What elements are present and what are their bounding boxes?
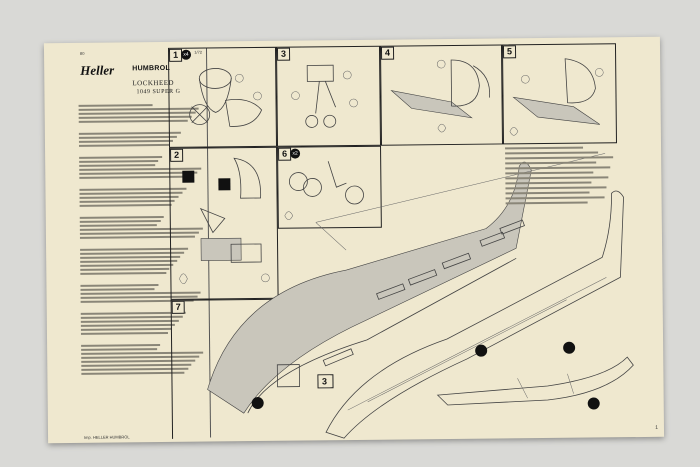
text-line [505,196,605,200]
step-3-panel: 3 [275,45,382,147]
cockpit-interior-diagram [179,157,270,285]
text-line [505,176,609,180]
text-line [505,186,607,190]
step-2-panel: 2 [169,146,279,300]
text-line [505,166,611,170]
step-1-panel: 1 x4 [167,46,278,148]
text-line [505,161,596,165]
step-number: 3 [318,375,331,388]
instruction-sheet: 80 1/72 Heller HUMBROL LOCKHEED 1049 SUP… [43,36,665,444]
text-line [505,171,594,175]
text-line [505,201,588,205]
step-4-panel: 4 [379,44,504,146]
text-line [505,156,613,160]
color-key-block [505,143,618,214]
step-3-inline: 3 [317,374,334,389]
text-line [505,191,590,195]
tail-assembly-diagram [509,58,604,136]
landing-gear-diagram [291,64,358,128]
text-line [505,181,592,185]
text-line [505,146,584,150]
step-6-panel: 6 x2 [277,145,382,229]
text-line [505,151,599,155]
page-number: 1 [655,424,659,431]
wing-assembly-diagram [390,59,491,133]
fuselage-exploded-diagram [207,153,634,439]
step-5-panel: 5 [501,43,618,145]
engine-nacelle-diagram [189,68,263,127]
wheel-assembly-diagram [284,161,364,220]
